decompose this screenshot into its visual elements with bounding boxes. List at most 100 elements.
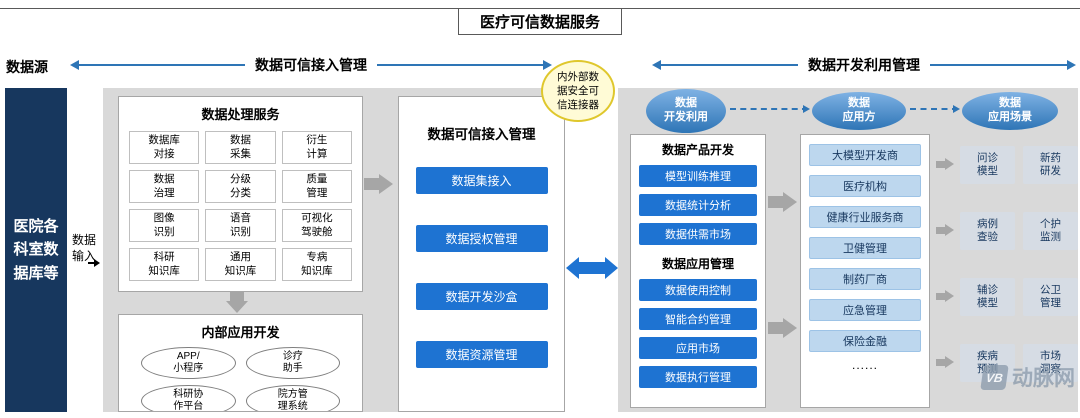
trusted-access-box: 数据可信接入管理 数据集接入 数据授权管理 数据开发沙盒 数据资源管理 — [398, 96, 565, 412]
internal-dev-item: 科研协 作平台 — [141, 385, 236, 411]
arrow-stem — [768, 322, 783, 334]
flow-arrow-consumers-to-scenarios-4 — [936, 356, 954, 368]
arrow-stem — [230, 292, 244, 301]
trusted-access-buttons: 数据集接入 数据授权管理 数据开发沙盒 数据资源管理 — [399, 167, 564, 368]
data-product-box: 数据产品开发 模型训练推理 数据统计分析 数据供需市场 数据应用管理 数据使用控… — [630, 134, 766, 408]
section-label-develop: 数据开发利用管理 — [808, 57, 920, 73]
processing-item: 衍生 计算 — [281, 131, 352, 164]
processing-item: 图像 识别 — [129, 209, 200, 242]
product-dev-item: 数据统计分析 — [639, 194, 757, 216]
flow-arrow-processing-to-access — [364, 174, 393, 194]
data-processing-box: 数据处理服务 数据库 对接 数据 采集 衍生 计算 数据 治理 分级 分类 质量… — [118, 96, 363, 292]
down-flow-arrow — [226, 292, 248, 313]
arrow-stem — [88, 262, 94, 264]
arrow-head-left — [566, 257, 579, 279]
scenarios-grid: 问诊 模型 新药 研发 病例 查验 个护 监测 辅诊 模型 公卫 管理 疾病 预… — [960, 146, 1078, 382]
arrow-head — [94, 259, 100, 267]
access-item: 数据开发沙盒 — [415, 283, 548, 310]
product-dev-item: 模型训练推理 — [639, 165, 757, 187]
app-mgmt-title: 数据应用管理 — [661, 257, 734, 271]
data-processing-title: 数据处理服务 — [201, 107, 280, 122]
section-label-data-source: 数据源 — [6, 59, 48, 75]
trusted-access-title: 数据可信接入管理 — [427, 127, 536, 142]
processing-item: 质量 管理 — [281, 170, 352, 203]
internal-dev-item: APP/ 小程序 — [141, 347, 236, 379]
arrow-head — [783, 192, 797, 212]
processing-item: 数据 采集 — [205, 131, 276, 164]
scenario-item: 市场 洞察 — [1023, 344, 1078, 382]
internal-dev-title: 内部应用开发 — [201, 325, 280, 340]
product-dev-item: 数据供需市场 — [639, 223, 757, 245]
flow-arrow-product-to-consumers-top — [768, 192, 797, 212]
scenario-item: 病例 查验 — [960, 212, 1015, 250]
data-source-bar-label: 医院各科室数据库等 — [13, 218, 59, 282]
arrow-stem — [936, 358, 945, 366]
consumer-item: 保险金融 — [809, 330, 921, 352]
flow-arrow-product-to-consumers-bottom — [768, 318, 797, 338]
arrow-stem — [936, 226, 945, 234]
app-mgmt-item: 数据执行管理 — [639, 366, 757, 388]
arrow-stem — [936, 292, 945, 300]
internal-dev-item: 院方管 理系统 — [245, 385, 340, 411]
processing-item: 通用 知识库 — [205, 248, 276, 281]
scenario-item: 个护 监测 — [1023, 212, 1078, 250]
app-mgmt-item: 应用市场 — [639, 337, 757, 359]
internal-dev-box: 内部应用开发 APP/ 小程序 诊疗 助手 科研协 作平台 院方管 理系统 — [118, 314, 363, 412]
arrow-left-head-icon — [70, 60, 79, 70]
scenario-item: 公卫 管理 — [1023, 278, 1078, 316]
arrow-stem — [364, 178, 379, 190]
access-item: 数据集接入 — [415, 167, 548, 194]
data-processing-grid: 数据库 对接 数据 采集 衍生 计算 数据 治理 分级 分类 质量 管理 图像 … — [129, 131, 352, 281]
stage-data-develop-utilize: 数据 开发利用 — [646, 89, 726, 133]
consumer-item: 制药厂商 — [809, 268, 921, 290]
watermark-text: 动脉网 — [1012, 367, 1075, 390]
arrow-line — [930, 64, 1067, 66]
data-source-bar: 医院各科室数据库等 — [5, 88, 67, 412]
processing-item: 可视化 驾驶舱 — [281, 209, 352, 242]
scenario-item: 问诊 模型 — [960, 146, 1015, 184]
access-item: 数据资源管理 — [415, 341, 548, 368]
processing-item: 数据 治理 — [129, 170, 200, 203]
section-header-develop: 数据开发利用管理 — [652, 55, 1076, 75]
internal-dev-item: 诊疗 助手 — [245, 347, 340, 379]
arrow-head — [945, 356, 954, 368]
section-header-access: 数据可信接入管理 — [70, 55, 552, 75]
bidirectional-flow-arrow — [566, 257, 618, 279]
arrow-head — [945, 290, 954, 302]
diagram-title: 医疗可信数据服务 — [458, 8, 622, 35]
arrow-head — [379, 174, 393, 194]
processing-item: 科研 知识库 — [129, 248, 200, 281]
watermark-logo-icon: VB — [980, 364, 1009, 390]
section-label-access: 数据可信接入管理 — [255, 57, 367, 73]
arrow-line — [661, 64, 798, 66]
processing-item: 分级 分类 — [205, 170, 276, 203]
app-mgmt-item: 智能合约管理 — [639, 308, 757, 330]
arrow-stem — [768, 196, 783, 208]
internal-dev-grid: APP/ 小程序 诊疗 助手 科研协 作平台 院方管 理系统 — [141, 347, 340, 411]
consumer-item: 医疗机构 — [809, 175, 921, 197]
processing-item: 数据库 对接 — [129, 131, 200, 164]
flow-arrow-consumers-to-scenarios-1 — [936, 158, 954, 170]
stage-data-consumers: 数据 应用方 — [812, 92, 906, 130]
data-input-arrow-icon — [88, 259, 100, 267]
app-mgmt-item: 数据使用控制 — [639, 279, 757, 301]
flow-arrow-consumers-to-scenarios-3 — [936, 290, 954, 302]
arrow-head-right — [605, 257, 618, 279]
dashed-arrow-stage2-to-stage3 — [910, 105, 960, 113]
arrow-head — [945, 158, 954, 170]
dashed-arrow-stage1-to-stage2 — [730, 105, 810, 113]
data-input-label: 数据输入 — [71, 233, 96, 263]
processing-item: 语音 识别 — [205, 209, 276, 242]
consumer-ellipsis: ...... — [851, 358, 878, 372]
access-item: 数据授权管理 — [415, 225, 548, 252]
consumer-item: 健康行业服务商 — [809, 206, 921, 228]
stage-data-scenarios: 数据 应用场景 — [962, 92, 1058, 130]
arrow-head — [783, 318, 797, 338]
arrow-head — [945, 224, 954, 236]
arrow-right-head-icon — [543, 60, 552, 70]
arrow-stem — [936, 160, 945, 168]
consumer-item: 应急管理 — [809, 299, 921, 321]
processing-item: 专病 知识库 — [281, 248, 352, 281]
arrow-line — [79, 64, 245, 66]
